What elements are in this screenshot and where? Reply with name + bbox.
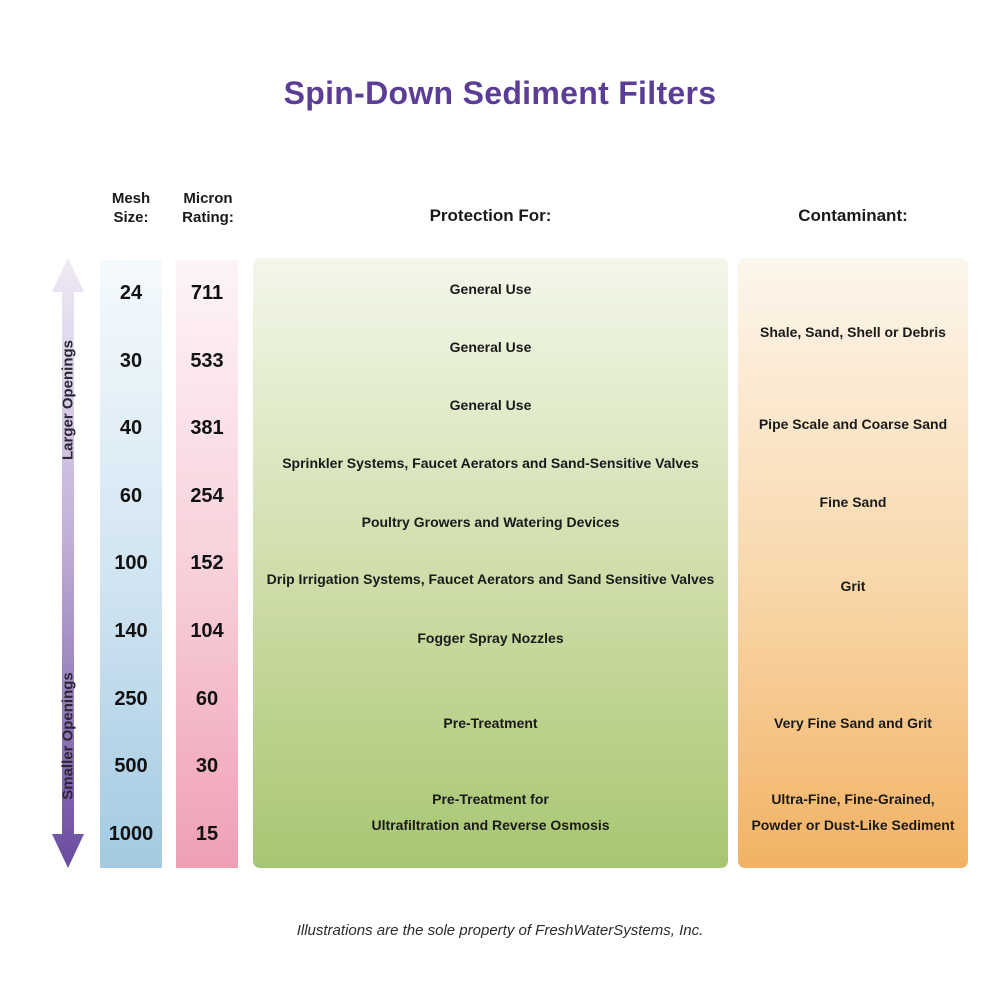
micron-rating-value: 60 bbox=[195, 687, 219, 710]
contaminant-row: Pipe Scale and Coarse Sand bbox=[758, 416, 948, 433]
micron-rating-value: 104 bbox=[190, 620, 224, 642]
contaminant-row: Very Fine Sand and Grit bbox=[774, 715, 932, 732]
protection-row: General Use bbox=[449, 397, 532, 414]
mesh-size-value: 24 bbox=[119, 282, 143, 305]
column-header-micron-rating: Micron Rating: bbox=[182, 190, 234, 226]
mesh-size-value: 1000 bbox=[108, 822, 154, 845]
micron-rating-value: 711 bbox=[190, 282, 224, 305]
copyright-note: Illustrations are the sole property of F… bbox=[296, 922, 704, 939]
contaminant-row: Shale, Sand, Shell or Debris bbox=[760, 324, 946, 341]
protection-row: Sprinkler Systems, Faucet Aerators and S… bbox=[282, 455, 699, 472]
column-header-contaminant: Contaminant: bbox=[798, 206, 908, 225]
micron-rating-value: 254 bbox=[190, 484, 224, 507]
micron-rating-bar: 711 533 381 254 152 104 60 30 15 bbox=[176, 260, 238, 868]
mesh-size-value: 500 bbox=[114, 755, 148, 778]
protection-row: Poultry Growers and Watering Devices bbox=[361, 514, 620, 531]
protection-row: Pre-Treatment bbox=[443, 715, 538, 732]
micron-rating-value: 30 bbox=[195, 755, 219, 778]
mesh-size-bar: 24 30 40 60 100 140 250 500 1000 bbox=[100, 260, 162, 868]
mesh-size-value: 30 bbox=[119, 349, 143, 372]
axis-label-smaller-openings: Smaller Openings bbox=[59, 672, 77, 800]
mesh-size-value: 140 bbox=[114, 620, 148, 642]
openings-double-arrow-icon bbox=[52, 258, 84, 868]
contaminant-row: Ultra-Fine, Fine-Grained, Powder or Dust… bbox=[751, 791, 955, 833]
axis-label-larger-openings: Larger Openings bbox=[59, 339, 77, 461]
protection-row: Fogger Spray Nozzles bbox=[417, 630, 564, 647]
mesh-size-value: 60 bbox=[119, 484, 143, 507]
protection-row: General Use bbox=[449, 281, 532, 298]
protection-row: Drip Irrigation Systems, Faucet Aerators… bbox=[266, 571, 715, 588]
contaminant-row: Fine Sand bbox=[819, 494, 887, 511]
micron-rating-value: 152 bbox=[190, 552, 224, 575]
micron-rating-value: 15 bbox=[195, 822, 219, 845]
mesh-size-value: 100 bbox=[114, 552, 148, 575]
mesh-size-value: 250 bbox=[114, 687, 148, 710]
page-title: Spin-Down Sediment Filters bbox=[283, 75, 717, 112]
protection-row: General Use bbox=[449, 339, 532, 356]
micron-rating-value: 533 bbox=[190, 349, 224, 372]
protection-row: Pre-Treatment for Ultrafiltration and Re… bbox=[371, 791, 610, 833]
contaminant-row: Grit bbox=[840, 578, 866, 595]
micron-rating-value: 381 bbox=[190, 417, 224, 440]
column-header-protection-for: Protection For: bbox=[429, 206, 552, 225]
column-header-mesh-size: Mesh Size: bbox=[111, 190, 151, 226]
mesh-size-value: 40 bbox=[119, 417, 143, 440]
